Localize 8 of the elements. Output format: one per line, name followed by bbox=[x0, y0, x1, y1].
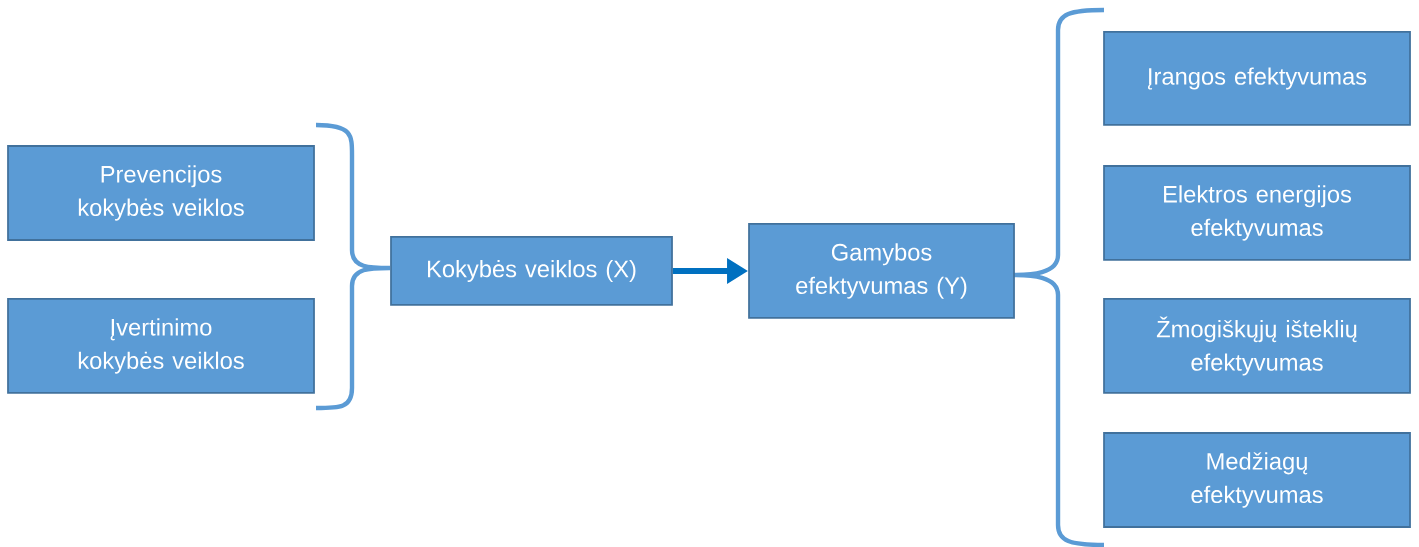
process-box: Įrangos efektyvumas bbox=[1103, 31, 1411, 126]
process-box: Medžiagų efektyvumas bbox=[1103, 432, 1411, 528]
process-box: Žmogiškųjų išteklių efektyvumas bbox=[1103, 298, 1411, 394]
process-box: Gamybos efektyvumas (Y) bbox=[748, 223, 1015, 319]
process-box: Elektros energijos efektyvumas bbox=[1103, 165, 1411, 261]
process-box: Įvertinimo kokybės veiklos bbox=[7, 298, 315, 394]
process-box: Kokybės veiklos (X) bbox=[390, 236, 673, 306]
process-box: Prevencijos kokybės veiklos bbox=[7, 145, 315, 241]
